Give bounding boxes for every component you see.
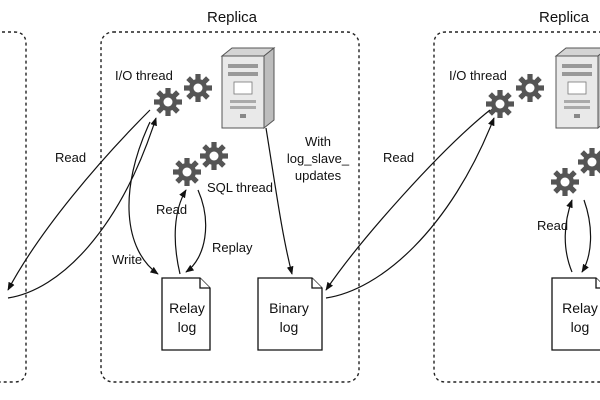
log-slave-updates-line2: log_slave_: [287, 151, 350, 166]
read-label-source: Read: [55, 150, 86, 165]
replay-arrow: [185, 189, 207, 273]
replica-box-middle: Replica I/O thread SQL thread With log_s…: [100, 9, 360, 383]
server-icon: [221, 47, 275, 129]
replay-arrow-right: [581, 199, 592, 273]
read-binlog-arrow-up: [325, 117, 495, 299]
replica-box-right: Replica I/O thread Read Relay log: [433, 9, 600, 383]
gear-icon: [173, 158, 201, 186]
write-label: Write: [112, 252, 142, 267]
gear-icon: [154, 88, 182, 116]
server-icon: [555, 47, 600, 129]
gear-icon: [184, 74, 212, 102]
relay-log-document-right: Relay log: [551, 277, 600, 351]
read-binlog-arrow-down: [325, 109, 491, 291]
read-label-relay-right: Read: [537, 218, 568, 233]
relay-log-label-line1-right: Relay: [562, 300, 598, 316]
replica-title: Replica: [207, 9, 258, 26]
gear-icon: [200, 142, 228, 170]
read-source-arrow-down: [7, 109, 151, 291]
relay-log-label-line2: log: [178, 319, 197, 335]
binary-log-label-line1: Binary: [269, 300, 309, 316]
read-source-arrow-up: [7, 117, 157, 299]
io-thread-label-right: I/O thread: [449, 68, 507, 83]
sql-thread-label: SQL thread: [207, 180, 273, 195]
log-slave-updates-line3: updates: [295, 168, 342, 183]
log-slave-updates-line1: With: [305, 134, 331, 149]
gear-icon: [578, 148, 600, 176]
binary-log-label-line2: log: [280, 319, 299, 335]
read-relay-arrow: [174, 189, 187, 275]
replay-label: Replay: [212, 240, 253, 255]
gear-icon: [486, 90, 514, 118]
source-box-partial: [0, 31, 27, 383]
replica-title-right: Replica: [539, 9, 590, 26]
relay-log-label-line1: Relay: [169, 300, 205, 316]
read-label-source-right: Read: [383, 150, 414, 165]
write-arrow: [128, 121, 159, 275]
relay-log-document: Relay log: [161, 277, 211, 351]
gear-icon: [551, 168, 579, 196]
io-thread-label: I/O thread: [115, 68, 173, 83]
relay-log-label-line2-right: log: [571, 319, 590, 335]
binlog-write-arrow: [265, 127, 294, 275]
read-label-relay: Read: [156, 202, 187, 217]
binary-log-document: Binary log: [257, 277, 323, 351]
read-relay-arrow-right: [564, 199, 573, 273]
gear-icon: [516, 74, 544, 102]
